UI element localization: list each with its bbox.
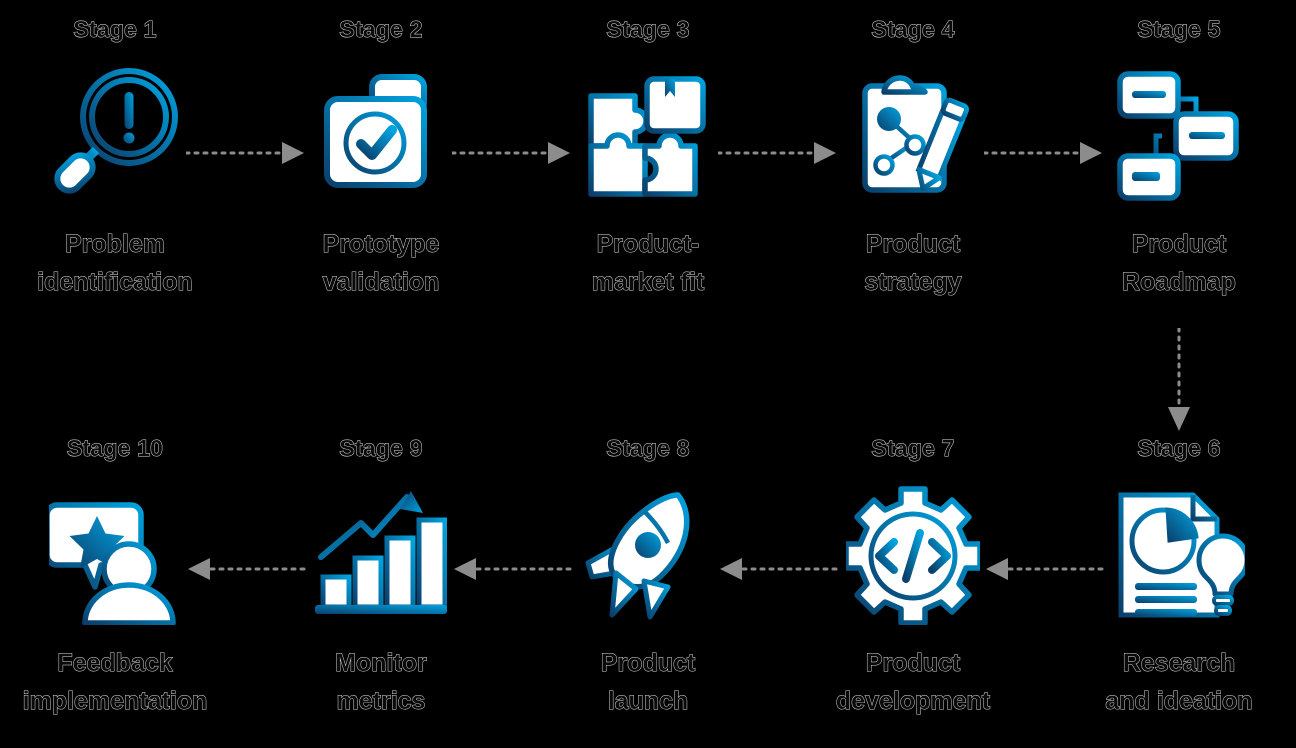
stage-3-label: Product- market fit: [591, 230, 705, 296]
person-star-feedback-icon: [0, 475, 235, 635]
magnifier-exclamation-icon: [0, 56, 235, 216]
arrow-stage4-to-stage5: [982, 140, 1104, 166]
stage-7-label: Product development: [835, 649, 991, 715]
arrow-stage1-to-stage2: [184, 140, 306, 166]
stage-8-number: Stage 8: [606, 435, 690, 461]
rocket-icon: [528, 475, 768, 635]
arrow-stage5-to-stage6: [1155, 326, 1203, 433]
stage-2-label: Prototype validation: [322, 230, 440, 296]
stage-5[interactable]: Stage 5 Product Roadmap: [1059, 16, 1296, 301]
stage-7[interactable]: Stage 7 Product development: [793, 435, 1033, 720]
stage-1[interactable]: Stage 1 Problem identification: [0, 16, 235, 301]
stage-3[interactable]: Stage 3 Product- market fit: [528, 16, 768, 301]
stage-1-label: Problem identification: [37, 230, 193, 296]
arrow-stage3-to-stage4: [716, 140, 838, 166]
stage-7-number: Stage 7: [871, 435, 955, 461]
arrow-stage9-to-stage10: [186, 556, 308, 582]
stage-4-label: Product strategy: [864, 230, 962, 296]
stage-6-label: Research and ideation: [1105, 649, 1253, 715]
stage-10-label: Feedback implementation: [22, 649, 208, 715]
stage-8[interactable]: Stage 8 Product launch: [528, 435, 768, 720]
stage-10-number: Stage 10: [66, 435, 164, 461]
stage-8-label: Product launch: [600, 649, 696, 715]
stage-4-number: Stage 4: [871, 16, 955, 42]
stage-2-number: Stage 2: [339, 16, 423, 42]
arrow-stage7-to-stage8: [718, 556, 840, 582]
stage-6[interactable]: Stage 6 Research and ideation: [1059, 435, 1296, 720]
folder-check-icon: [261, 56, 501, 216]
arrow-stage8-to-stage9: [452, 556, 574, 582]
gear-code-icon: [793, 475, 1033, 635]
arrow-stage2-to-stage3: [450, 140, 572, 166]
stage-3-number: Stage 3: [606, 16, 690, 42]
stage-9-label: Monitor metrics: [335, 649, 428, 715]
stage-6-number: Stage 6: [1137, 435, 1221, 461]
stage-4[interactable]: Stage 4 Product strategy: [793, 16, 1033, 301]
roadmap-boxes-icon: [1059, 56, 1296, 216]
stage-10[interactable]: Stage 10 Feedback implementation: [0, 435, 235, 720]
bar-chart-growth-icon: [261, 475, 501, 635]
stage-2[interactable]: Stage 2 Prototype validation: [261, 16, 501, 301]
stage-9[interactable]: Stage 9 Monitor metrics: [261, 435, 501, 720]
stage-1-number: Stage 1: [73, 16, 157, 42]
arrow-stage6-to-stage7: [984, 556, 1106, 582]
stage-5-label: Product Roadmap: [1122, 230, 1237, 296]
clipboard-pencil-icon: [793, 56, 1033, 216]
stage-5-number: Stage 5: [1137, 16, 1221, 42]
puzzle-box-icon: [528, 56, 768, 216]
stage-9-number: Stage 9: [339, 435, 423, 461]
document-piechart-bulb-icon: [1059, 475, 1296, 635]
